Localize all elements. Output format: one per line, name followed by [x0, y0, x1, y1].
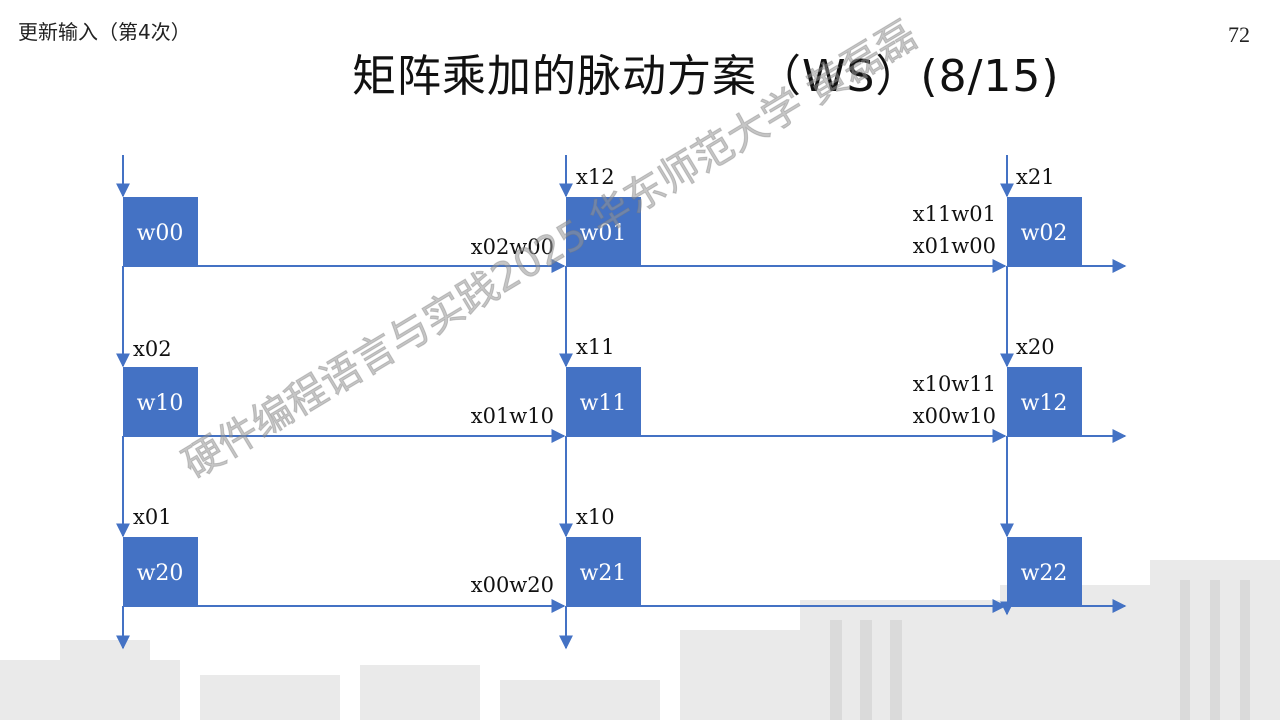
page-number: 72	[1228, 22, 1250, 47]
psum-label-r0-c2-line2: x01w00	[913, 234, 996, 258]
slide-title: 矩阵乘加的脉动方案（WS）(8/15)	[352, 51, 1060, 102]
psum-label-r2-c1: x00w20	[471, 573, 554, 597]
pe-w21: w21	[566, 537, 641, 606]
pe-w10: w10	[123, 367, 198, 436]
input-label-r2c1: x10	[576, 505, 615, 529]
input-label-r0c2: x21	[1016, 165, 1055, 189]
pe-label: w12	[1021, 391, 1068, 416]
input-label-r2c0: x01	[133, 505, 172, 529]
pe-w00: w00	[123, 197, 198, 266]
pe-label: w20	[137, 561, 184, 586]
psum-label-r0-c2-line1: x11w01	[913, 202, 996, 226]
pe-w22: w22	[1007, 537, 1082, 606]
psum-label-r1-c1: x01w10	[471, 404, 554, 428]
pe-label: w00	[137, 221, 184, 246]
pe-label: w21	[580, 561, 627, 586]
psum-label-r1-c2-line1: x10w11	[913, 372, 996, 396]
pe-label: w11	[580, 391, 627, 416]
psum-label-r1-c2-line2: x00w10	[913, 404, 996, 428]
pe-label: w10	[137, 391, 184, 416]
pe-label: w02	[1021, 221, 1068, 246]
psum-label-r0-c1: x02w00	[471, 235, 554, 259]
input-labels: x12 x21 x02 x11 x20 x01 x10	[133, 165, 1055, 529]
top-label: 更新输入（第4次）	[18, 20, 191, 44]
input-label-r1c2: x20	[1016, 335, 1055, 359]
pe-w11: w11	[566, 367, 641, 436]
pe-label: w22	[1021, 561, 1068, 586]
pe-w12: w12	[1007, 367, 1082, 436]
pe-w20: w20	[123, 537, 198, 606]
pe-grid: w00 w01 w02 w10 w11 w12 w20 w21	[123, 197, 1082, 606]
pe-label: w01	[580, 221, 627, 246]
input-label-r1c0: x02	[133, 337, 172, 361]
pe-w02: w02	[1007, 197, 1082, 266]
partial-sum-labels: x02w00 x11w01 x01w00 x01w10 x10w11 x00w1…	[471, 202, 996, 597]
pe-w01: w01	[566, 197, 641, 266]
input-label-r1c1: x11	[576, 335, 615, 359]
input-label-r0c1: x12	[576, 165, 615, 189]
vertical-arrows	[116, 155, 1014, 650]
